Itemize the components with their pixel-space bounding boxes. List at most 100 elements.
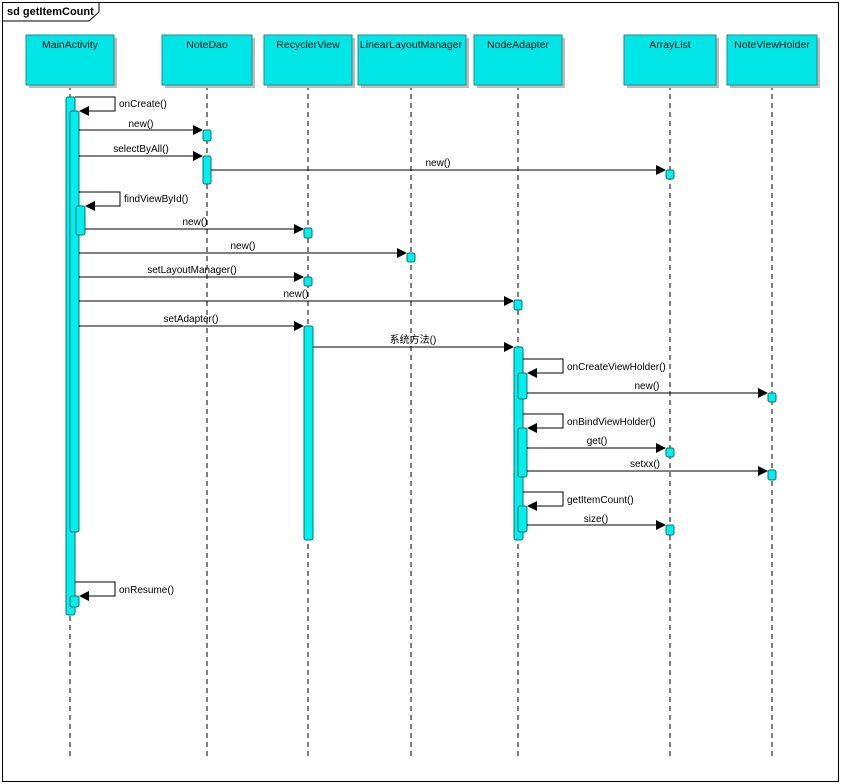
message-label: setAdapter() [163,314,218,325]
lifeline-label: NodeAdapter [487,39,549,51]
message-onbindviewholder: onBindViewHolder() [523,413,656,433]
message-new-rv: new() [85,217,304,234]
message-label: onBindViewHolder() [567,417,656,428]
message-arrowhead [527,501,537,511]
lifeline-head[interactable] [263,34,353,86]
lifeline-head[interactable] [473,34,563,86]
message-line [79,191,121,207]
lifeline-label: NoteViewHolder [734,39,810,51]
message-label: findViewById() [124,194,188,205]
message-arrowhead [79,106,89,116]
lifeline-list: ArrayList [623,34,719,760]
activation-bar-dao [202,129,212,142]
message-new-llm: new() [79,241,407,258]
message-getitemcount: getItemCount() [523,491,634,511]
lifeline-head[interactable] [623,34,717,86]
message-arrowhead [504,296,514,306]
message-label: size() [584,514,608,525]
lifeline-head[interactable] [161,34,253,86]
message-arrowhead [85,201,95,211]
lifeline-rv: RecyclerView [263,34,355,760]
lifeline-head[interactable] [357,34,467,86]
message-onresume: onResume() [75,581,174,601]
activation-bar-rv [303,325,314,541]
message-arrowhead [193,151,203,161]
message-label: getItemCount() [567,495,634,506]
message-arrowhead [294,272,304,282]
message-label: new() [425,158,450,169]
message-arrowhead [294,224,304,234]
message-line [75,581,116,597]
message-arrowhead [504,342,514,352]
message-setlayoutmanager: setLayoutManager() [79,265,304,282]
message-label: setLayoutManager() [147,265,237,276]
message-label: onResume() [119,585,174,596]
activation-bar-adapter [517,427,528,478]
message-arrowhead [758,388,768,398]
message-get: get() [527,436,666,453]
activation-bar-rv [303,276,313,287]
lifeline-label: ArrayList [649,39,691,51]
message-oncreate: onCreate() [75,96,167,116]
message-arrowhead [79,591,89,601]
message-arrowhead [656,165,666,175]
message-line [523,413,564,429]
activation-bar-main [69,110,80,533]
message-oncreateviewholder: onCreateViewHolder() [523,358,666,378]
lifeline-label: MainActivity [42,39,99,51]
message-line [523,358,564,374]
activation-bar-adapter [517,505,528,533]
message-new-adapter: new() [79,289,514,306]
lifeline-label: NoteDao [186,39,228,51]
message-system-method: 系统方法() [313,333,514,352]
message-arrowhead [527,368,537,378]
lifeline-head[interactable] [25,34,115,86]
lifeline-llm: LinearLayoutManager [357,34,469,760]
message-label: 系统方法() [390,333,437,346]
activation-bar-main [69,595,80,608]
message-arrowhead [397,248,407,258]
message-new-dao: new() [79,119,203,135]
frame-title: sd getItemCount [7,6,94,18]
activation-bar-rv [303,227,313,239]
message-new-list: new() [211,158,666,175]
lifeline-holder: NoteViewHolder [726,34,820,760]
activation-bar-adapter [517,372,528,400]
activation-bar-holder [767,392,777,403]
lifeline-head[interactable] [726,34,818,86]
message-label: onCreate() [119,99,167,110]
message-label: selectByAll() [113,144,169,155]
message-arrowhead [527,423,537,433]
message-line [75,96,116,112]
activation-bar-adapter [513,299,523,311]
message-findviewbyid: findViewById() [79,191,188,211]
message-label: new() [634,381,659,392]
frame-title-tab [2,2,100,22]
message-setadapter: setAdapter() [79,314,304,331]
message-label: new() [182,217,207,228]
message-arrowhead [193,125,203,135]
activation-bar-list [665,169,675,180]
activation-bar-holder [767,469,777,481]
activation-bar-list [665,524,675,536]
message-arrowhead [758,466,768,476]
lifeline-label: RecyclerView [276,39,340,51]
message-label: setxx() [630,459,660,470]
lifelines: MainActivity NoteDao RecyclerView LinearLay… [25,34,820,760]
message-selectbyall: selectByAll() [79,144,203,161]
lifeline-dao: NoteDao [161,34,255,760]
message-line [523,491,564,507]
lifeline-label: LinearLayoutManager [360,39,463,51]
message-label: get() [587,436,608,447]
activations [65,96,777,616]
message-arrowhead [656,443,666,453]
message-label: new() [128,119,153,130]
message-size: size() [527,514,666,530]
activation-bar-list [665,447,675,458]
lifeline-main: MainActivity [25,34,117,760]
message-label: new() [283,289,308,300]
message-arrowhead [294,321,304,331]
message-label: new() [230,241,255,252]
